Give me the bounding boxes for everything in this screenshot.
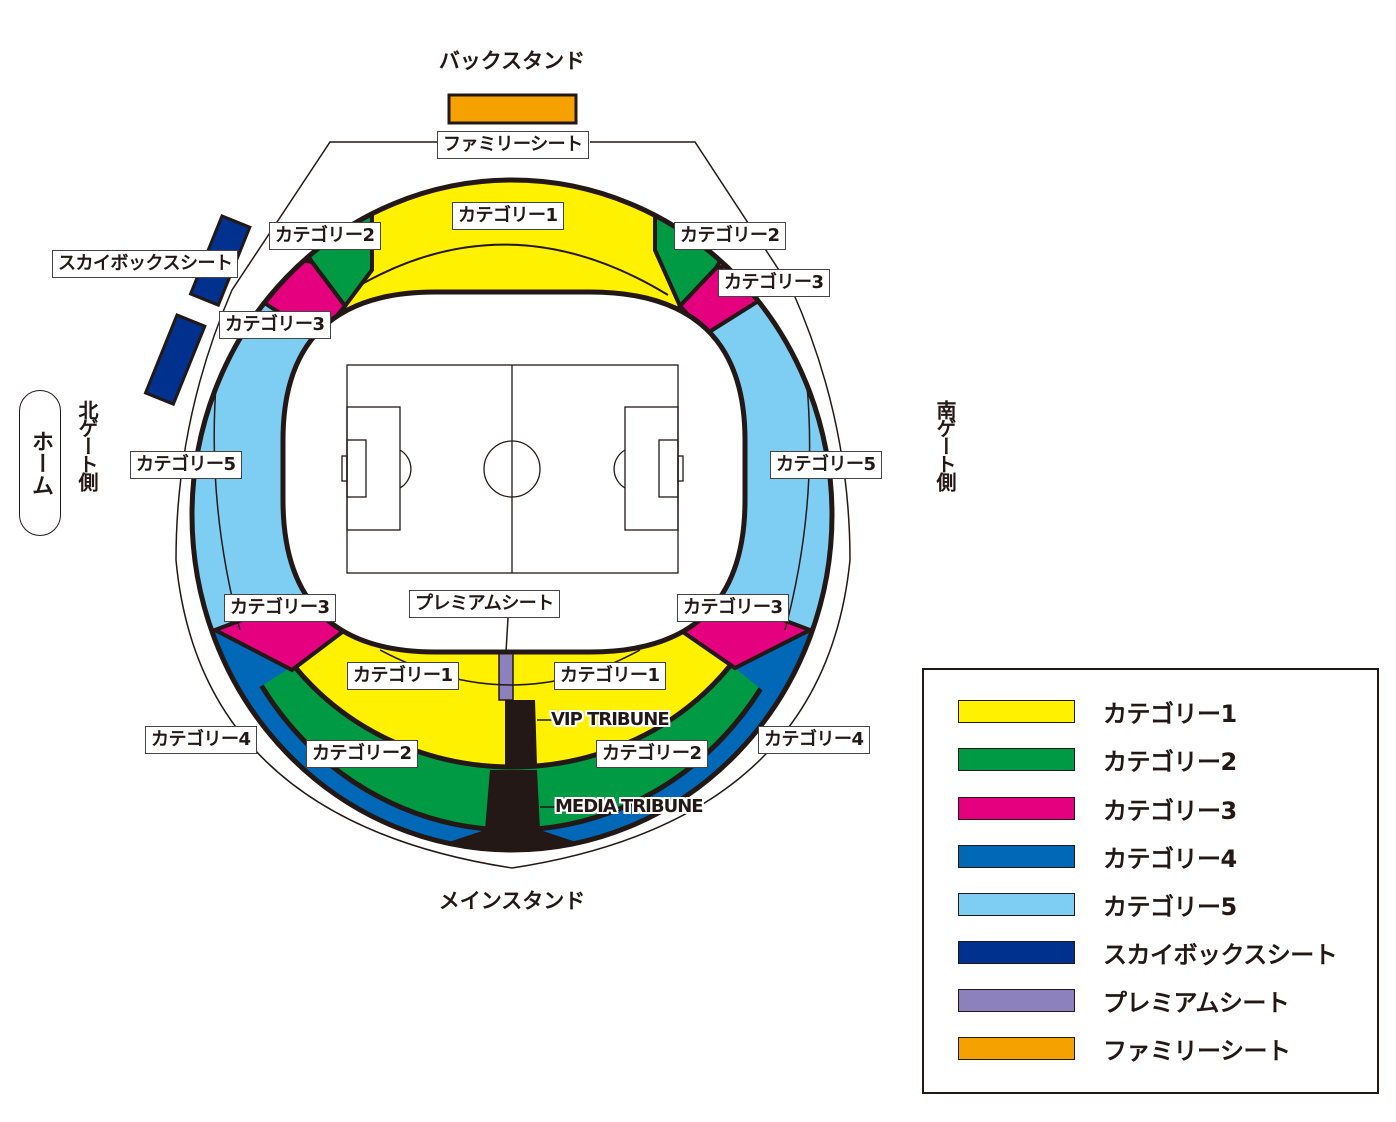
north-gate-label: 北ゲート側	[75, 400, 99, 490]
legend-label: カテゴリー5	[1103, 892, 1237, 921]
cat4-right-label: カテゴリー4	[758, 726, 870, 754]
main-stand-title: メインスタンド	[438, 889, 586, 913]
cat2-top-right-label: カテゴリー2	[674, 222, 786, 250]
legend-swatch	[958, 747, 1075, 771]
media-tribune-label: MEDIA TRIBUNE	[555, 796, 704, 817]
south-gate-label: 南ゲート側	[933, 400, 957, 490]
legend-label: ファミリーシート	[1103, 1036, 1291, 1065]
cat3-top-left-label: カテゴリー3	[219, 311, 331, 339]
legend-item-skybox: スカイボックスシート	[958, 939, 1338, 969]
cat1-top-label: カテゴリー1	[452, 202, 564, 230]
cat1-bottom-left-label: カテゴリー1	[347, 662, 459, 690]
home-label: ホーム	[28, 430, 53, 496]
legend-swatch	[958, 699, 1075, 723]
legend-item-family: ファミリーシート	[958, 1035, 1291, 1065]
legend-item-cat1: カテゴリー1	[958, 698, 1237, 728]
legend-item-premium: プレミアムシート	[958, 987, 1290, 1017]
football-pitch	[341, 364, 684, 574]
vip-tribune-block[interactable]	[505, 700, 537, 765]
legend-item-cat5: カテゴリー5	[958, 891, 1237, 921]
legend-label: カテゴリー3	[1103, 796, 1237, 825]
cat5-left-label: カテゴリー5	[130, 451, 242, 479]
family-seat-block[interactable]	[447, 93, 578, 125]
family-seat-label: ファミリーシート	[437, 131, 589, 159]
skybox-label: スカイボックスシート	[52, 250, 239, 278]
legend-label: スカイボックスシート	[1103, 940, 1338, 969]
legend-swatch	[958, 1036, 1075, 1060]
legend-label: カテゴリー2	[1103, 747, 1237, 776]
legend: カテゴリー1 カテゴリー2 カテゴリー3 カテゴリー4 カテゴリー5 スカイボッ…	[922, 668, 1379, 1094]
legend-label: カテゴリー4	[1103, 844, 1237, 873]
legend-label: プレミアムシート	[1103, 988, 1290, 1017]
cat5-right-label: カテゴリー5	[770, 451, 882, 479]
legend-label: カテゴリー1	[1103, 699, 1237, 728]
back-stand-title: バックスタンド	[438, 49, 586, 73]
premium-seat-block[interactable]	[498, 651, 514, 701]
home-badge: ホーム	[19, 390, 61, 536]
media-tribune-block[interactable]	[440, 770, 585, 870]
cat2-bottom-left-label: カテゴリー2	[306, 740, 418, 768]
cat2-bottom-right-label: カテゴリー2	[596, 740, 708, 768]
cat3-bottom-right-label: カテゴリー3	[677, 594, 789, 622]
legend-item-cat4: カテゴリー4	[958, 843, 1237, 873]
legend-item-cat2: カテゴリー2	[958, 746, 1237, 776]
legend-item-cat3: カテゴリー3	[958, 795, 1237, 825]
cat4-left-label: カテゴリー4	[145, 726, 257, 754]
legend-swatch	[958, 940, 1075, 964]
seating-bowl	[192, 150, 832, 870]
legend-swatch	[958, 988, 1075, 1012]
legend-swatch	[958, 844, 1075, 868]
legend-swatch	[958, 796, 1075, 820]
cat1-top-section[interactable]	[336, 150, 686, 312]
cat1-bottom-right-label: カテゴリー1	[554, 662, 666, 690]
vip-tribune-label: VIP TRIBUNE	[551, 709, 670, 730]
cat2-top-left-label: カテゴリー2	[269, 222, 381, 250]
legend-swatch	[958, 892, 1075, 916]
cat3-top-right-label: カテゴリー3	[718, 269, 830, 297]
stadium-outline	[175, 141, 851, 869]
cat3-bottom-left-label: カテゴリー3	[224, 594, 336, 622]
skybox-block-2[interactable]	[143, 313, 207, 407]
premium-seat-label: プレミアムシート	[409, 590, 560, 618]
